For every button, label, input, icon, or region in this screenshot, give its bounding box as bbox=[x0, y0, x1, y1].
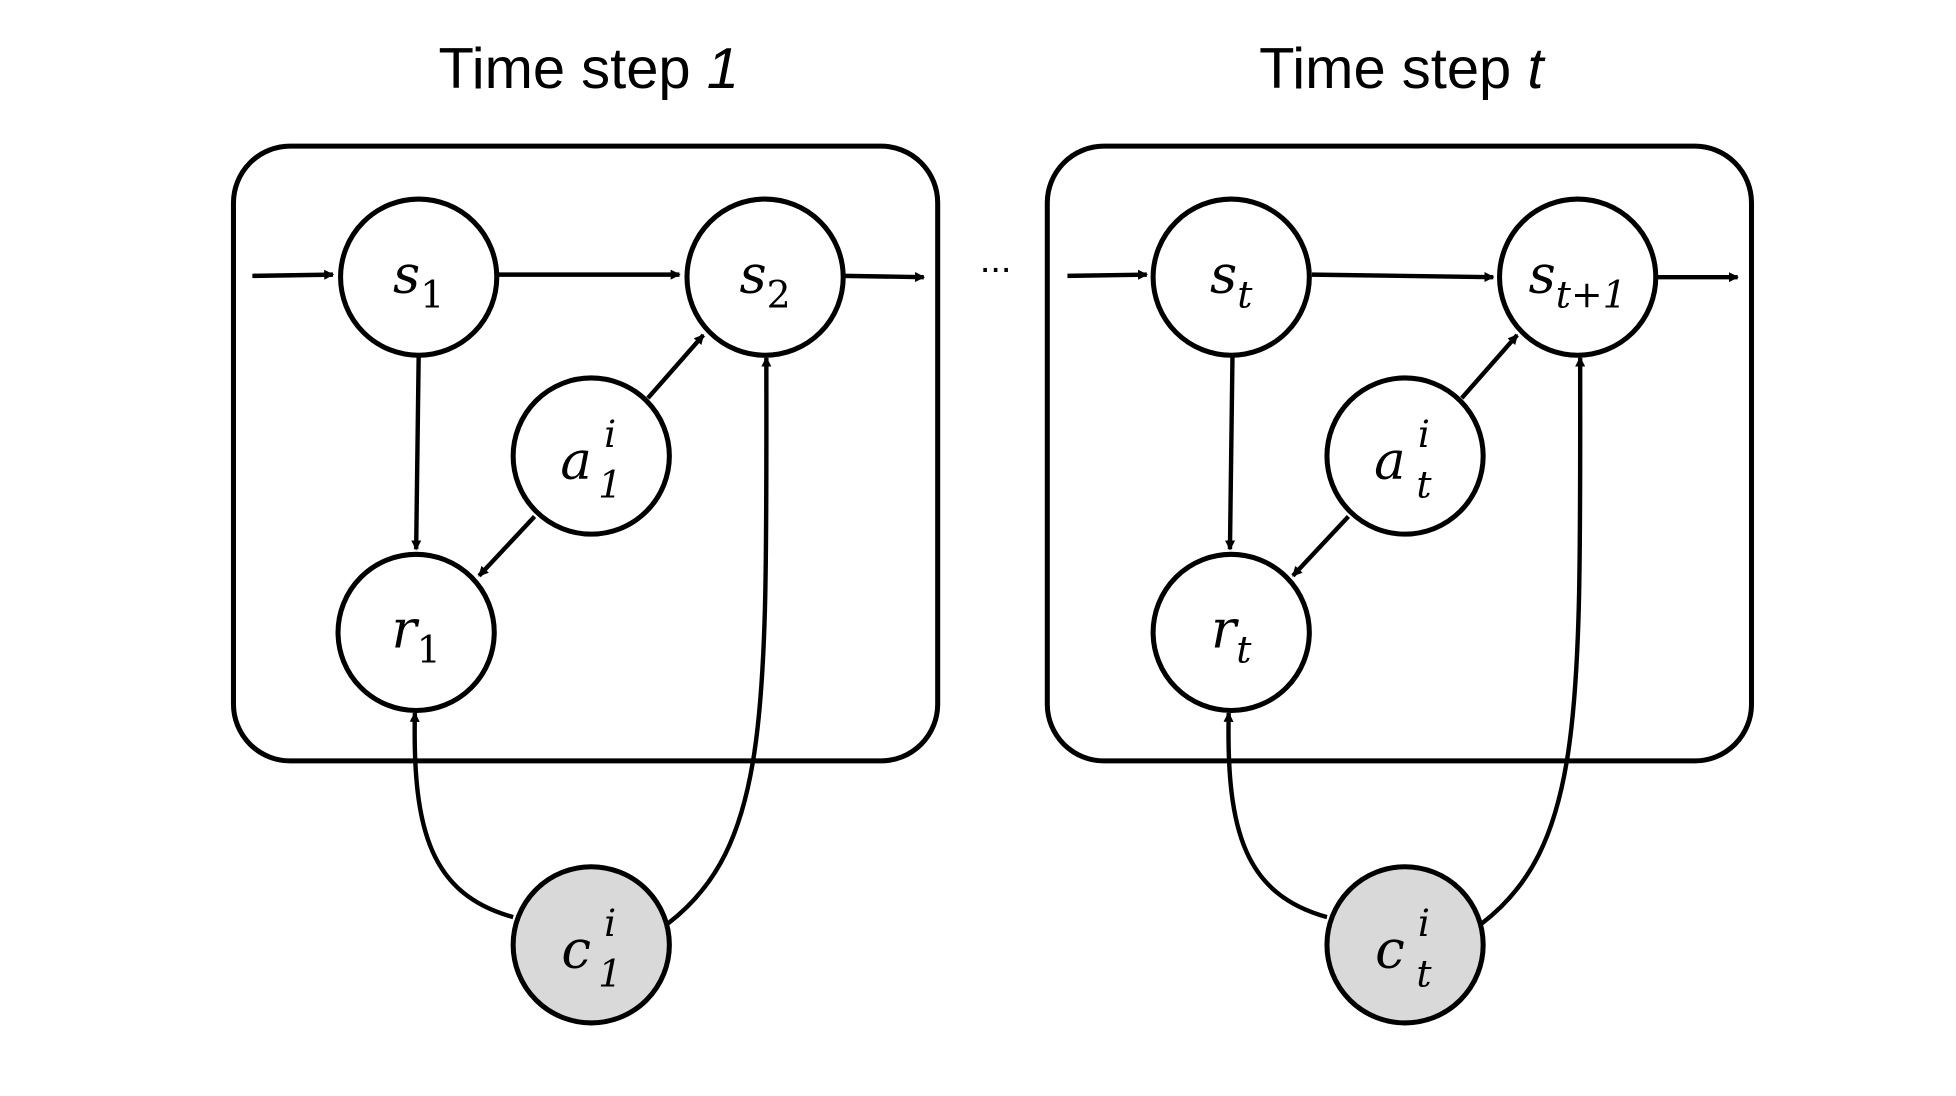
panel-time-step-t: Time step t st st+1 a i t rt c i t bbox=[1044, 37, 1755, 1026]
panel-title: Time step t bbox=[1259, 37, 1546, 101]
node-reward bbox=[1150, 551, 1312, 714]
node-context-sub: t bbox=[1416, 951, 1432, 995]
edge-c-to-s-next bbox=[666, 356, 772, 926]
edge-s-to-r bbox=[411, 356, 422, 551]
node-action-sup: i bbox=[604, 412, 616, 456]
panel-title: Time step 1 bbox=[438, 37, 739, 101]
node-context-sup: i bbox=[604, 901, 616, 945]
panel-time-step-1: Time step 1 s1 s2 a i 1 r1 c i 1 bbox=[230, 37, 941, 1026]
node-reward bbox=[335, 551, 497, 714]
node-s-next bbox=[1497, 196, 1659, 358]
edge-s-to-r bbox=[1225, 356, 1236, 551]
plate-box bbox=[1044, 143, 1755, 764]
edge-out-s-next bbox=[844, 271, 926, 283]
node-action-sub: t bbox=[1416, 463, 1432, 507]
node-s-prev-label: s1 bbox=[393, 244, 444, 316]
edge-s-to-s-next bbox=[1311, 271, 1495, 283]
node-context-observed bbox=[1324, 864, 1486, 1026]
node-action-sup: i bbox=[1418, 412, 1430, 456]
node-action bbox=[1324, 375, 1486, 537]
node-s-next bbox=[684, 196, 846, 358]
edge-in-s bbox=[252, 269, 335, 280]
edge-c-to-s-next bbox=[1480, 356, 1586, 926]
node-s-next-label: s2 bbox=[739, 244, 790, 316]
node-s-prev bbox=[338, 196, 500, 358]
node-reward-label: r1 bbox=[391, 600, 440, 672]
edge-a-to-s-next bbox=[1460, 333, 1519, 400]
node-action bbox=[510, 375, 672, 537]
node-context-sup: i bbox=[1418, 901, 1430, 945]
ellipsis: ... bbox=[980, 239, 1012, 281]
plate-box bbox=[230, 143, 941, 764]
node-action-label: a bbox=[1374, 431, 1406, 492]
node-action-sub: 1 bbox=[598, 463, 622, 507]
node-context-label: c bbox=[1375, 920, 1405, 981]
edge-c-to-r bbox=[1223, 711, 1328, 920]
edge-a-to-r bbox=[477, 514, 537, 578]
edge-c-to-r bbox=[409, 711, 514, 920]
node-s-next-label: st+1 bbox=[1529, 244, 1627, 316]
node-s-prev-label: st bbox=[1210, 244, 1253, 316]
edge-in-s bbox=[1067, 269, 1149, 280]
node-reward-label: rt bbox=[1211, 600, 1252, 672]
node-s-prev bbox=[1150, 196, 1312, 358]
node-context-sub: 1 bbox=[598, 951, 622, 995]
node-context-label: c bbox=[561, 920, 591, 981]
edge-a-to-r bbox=[1291, 514, 1350, 578]
node-action-label: a bbox=[560, 431, 592, 492]
edge-a-to-s-next bbox=[646, 333, 706, 400]
node-context-observed bbox=[510, 864, 672, 1026]
